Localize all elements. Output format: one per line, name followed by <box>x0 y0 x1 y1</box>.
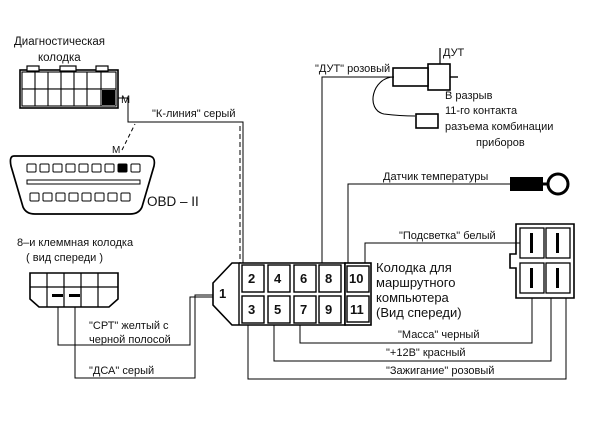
klemma-pin-dsa <box>69 294 80 297</box>
label-k-line: "К-линия" серый <box>152 108 235 120</box>
rc-pin-9: 9 <box>325 302 332 317</box>
label-ignition: "Зажигание" розовый <box>386 365 494 377</box>
rc-pin-10: 10 <box>349 271 363 286</box>
rc-pin-10-cell <box>346 265 370 293</box>
temperature-sensor: Датчик температуры <box>383 171 570 196</box>
wire-dsa <box>74 294 213 379</box>
dut-note-line2: 11-го контакта <box>445 105 518 117</box>
label-srt-line2: черной полосой <box>89 334 171 346</box>
diag-title-line1: Диагностическая <box>14 36 105 48</box>
label-dut-wire: "ДУТ" розовый <box>315 63 390 75</box>
klemma-pin-srt <box>52 294 63 297</box>
wire-srt <box>57 296 213 346</box>
wire-massa <box>299 298 533 344</box>
wire-dut <box>321 76 393 263</box>
klemma-title-line1: 8–и клеммная колодка <box>17 237 134 249</box>
rc-label-line4: (Вид спереди) <box>376 305 462 320</box>
rc-pin-11: 11 <box>350 302 364 317</box>
diag-title-line2: колодка <box>38 52 81 64</box>
obd-label: OBD – II <box>147 194 199 209</box>
dut-note-line3: разъема комбинации <box>445 121 553 133</box>
diag-pin-m-filled <box>102 90 115 105</box>
dut-note-line1: В разрыв <box>445 90 493 102</box>
wire-ignition <box>247 298 567 380</box>
diag-latch-mid <box>59 65 77 72</box>
rc-pin-2: 2 <box>248 271 255 286</box>
temp-sensor-ring <box>546 172 570 196</box>
dut-name: ДУТ <box>443 47 465 59</box>
wire-temp-sensor <box>347 183 510 263</box>
dut-note-line4: приборов <box>476 137 525 149</box>
diagnostic-connector: Диагностическая колодка М <box>14 36 130 109</box>
dut-break-terminal <box>415 113 439 129</box>
diag-pin-grid <box>21 71 117 107</box>
rc-pin-8: 8 <box>325 271 332 286</box>
dut-sensor: ДУТ В разрыв 11-го контакта разъема комб… <box>372 47 553 149</box>
label-dsa: "ДСА" серый <box>89 365 154 377</box>
temp-sensor-body <box>510 177 543 191</box>
wire-k-line-dashed-diag <box>121 123 136 151</box>
obd-pins-top <box>26 163 141 173</box>
obd-pins-bottom <box>29 192 131 202</box>
temp-sensor-label: Датчик температуры <box>383 171 488 183</box>
wire-k-line-solid <box>118 97 244 263</box>
rc-label-line3: компьютера <box>376 290 450 305</box>
wire-plus12 <box>273 298 552 362</box>
rc-label-line2: маршрутного <box>376 275 455 290</box>
cluster-connector <box>509 223 575 299</box>
klemma-body <box>29 272 119 308</box>
rc-pin-4: 4 <box>274 271 282 286</box>
diag-latch-left <box>26 65 40 72</box>
diag-latch-right <box>95 65 109 72</box>
label-plus12: "+12В" красный <box>386 347 466 359</box>
rc-pin-5: 5 <box>274 302 281 317</box>
obd2-connector: М OBD – II <box>9 145 199 215</box>
cluster-pins <box>530 233 559 288</box>
klemma-grid <box>30 273 118 307</box>
label-massa: "Масса" черный <box>398 329 479 341</box>
rc-pin-6: 6 <box>300 271 307 286</box>
klemma-title-line2: ( вид спереди ) <box>26 252 103 264</box>
obd-marker-m: М <box>112 145 120 156</box>
eight-pin-connector: 8–и клеммная колодка ( вид спереди ) <box>17 237 134 308</box>
dut-head <box>427 63 451 91</box>
rc-pin-cells <box>241 264 342 324</box>
obd-center-slot <box>26 179 141 185</box>
route-computer-connector: 1 2 3 4 5 6 7 8 9 10 11 Колодка для марш… <box>212 260 462 326</box>
diag-marker-m: М <box>121 94 130 106</box>
rc-pin-7: 7 <box>300 302 307 317</box>
label-srt-line1: "СРТ" желтый с <box>89 320 169 332</box>
cluster-cells <box>519 227 571 294</box>
rc-label-line1: Колодка для <box>376 260 452 275</box>
wire-backlight <box>364 242 520 263</box>
rc-pin-3: 3 <box>248 302 255 317</box>
wires <box>57 76 567 380</box>
dut-loop-wire <box>372 76 416 117</box>
rc-pin-1: 1 <box>219 286 226 301</box>
dut-body <box>392 67 429 87</box>
label-backlight: "Подсветка" белый <box>399 230 496 242</box>
rc-pin-11-cell <box>346 295 370 323</box>
